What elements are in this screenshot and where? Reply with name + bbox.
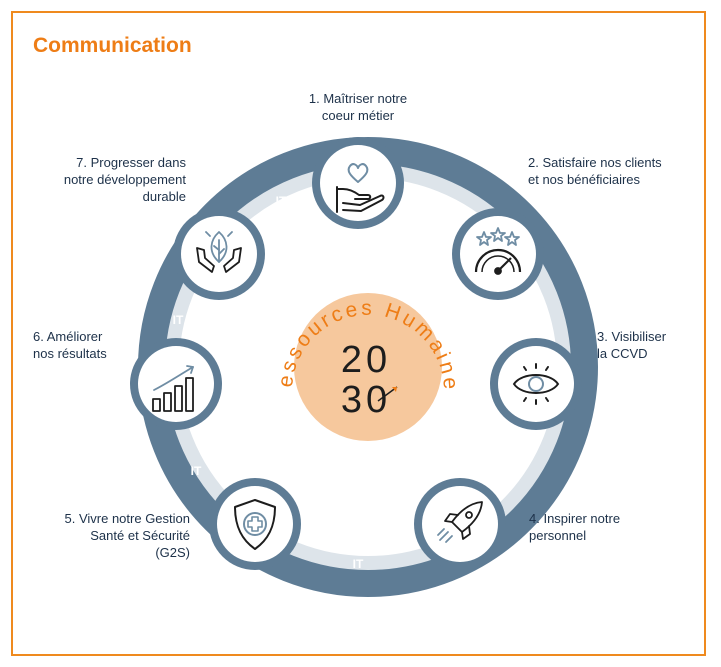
node-4 — [414, 478, 506, 570]
node-1 — [312, 137, 404, 229]
shield-plus-icon — [234, 499, 276, 550]
eye-icon — [512, 363, 560, 405]
node-7 — [173, 208, 265, 300]
node-3-label: 3. Visibiliser la CCVD — [597, 329, 667, 361]
year-arrowhead — [392, 387, 397, 392]
node-2 — [452, 208, 544, 300]
it-label-2-3: IT — [539, 313, 550, 327]
heart-hand-icon — [336, 163, 385, 213]
year-bottom: 30 — [341, 379, 391, 421]
rocket-icon — [437, 501, 483, 543]
leaf-hands-icon — [196, 231, 242, 273]
node-5-label: 5. Vivre notre Gestion Santé et Sécurité… — [64, 511, 191, 560]
year-arrow — [377, 386, 398, 402]
node-6 — [130, 338, 222, 430]
rating-gauge-icon — [474, 227, 522, 275]
node-6-label: 6. Améliorer nos résultats — [33, 329, 107, 361]
node-7-label: 7. Progresser dans notre développement d… — [63, 155, 186, 204]
node-5 — [209, 478, 301, 570]
it-label-3-4: IT — [514, 464, 525, 478]
it-label-5-6: IT — [191, 464, 202, 478]
center-circle — [294, 293, 442, 441]
growth-chart-icon — [152, 365, 194, 412]
year-top: 20 — [341, 339, 391, 381]
node-3 — [490, 338, 582, 430]
content-frame — [11, 11, 706, 656]
page-title: Communication — [33, 34, 192, 57]
node-4-label: 4. Inspirer notre personnel — [529, 511, 621, 543]
it-label-1-2: IT — [435, 194, 446, 208]
it-label-6-7: IT — [173, 313, 184, 327]
node-2-label: 2. Satisfaire nos clients et nos bénéfic… — [528, 155, 662, 187]
it-label-7-1: IT — [276, 194, 287, 208]
it-label-4-5: IT — [353, 557, 364, 571]
node-1-label: 1. Maîtriser notre coeur métier — [308, 91, 408, 123]
